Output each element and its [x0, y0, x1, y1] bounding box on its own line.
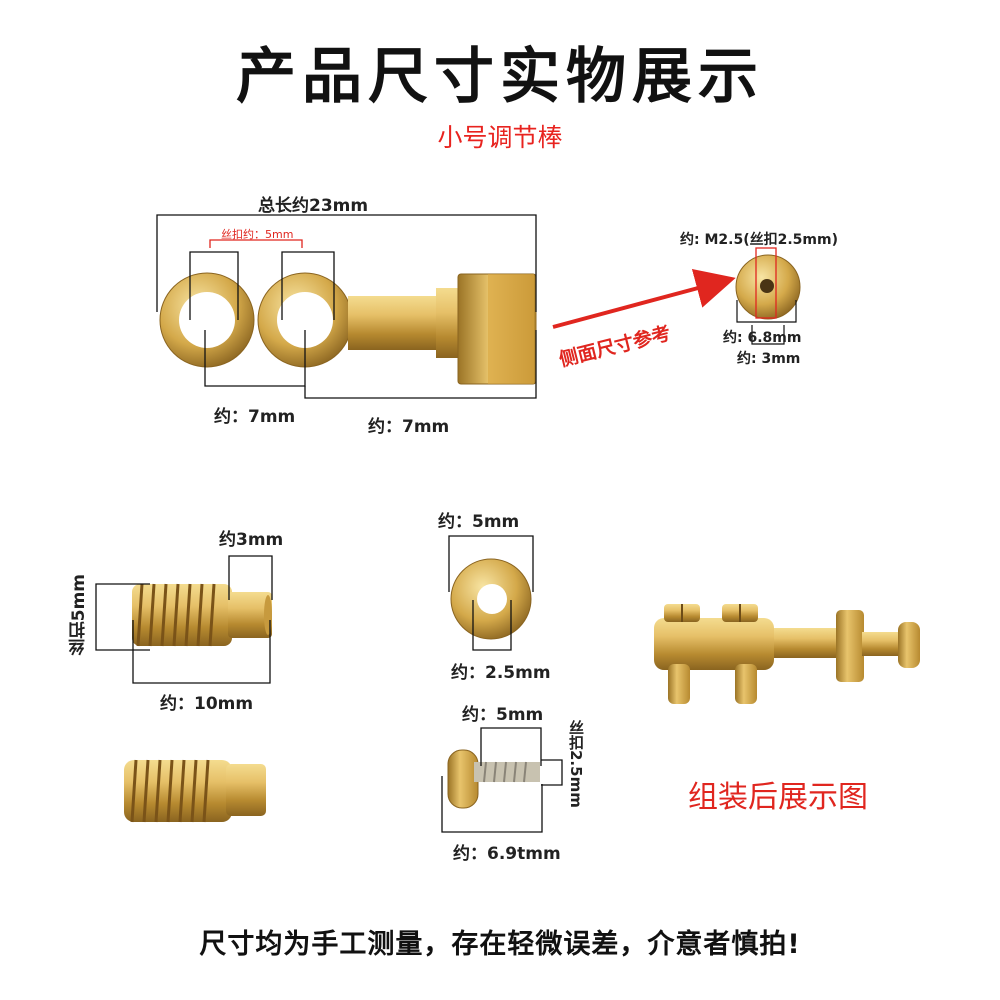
side-view-thread-label: 约: M2.5(丝扣2.5mm) — [680, 232, 838, 248]
screw-length-label: 约：6.9tmm — [453, 844, 561, 864]
set-screw-dimension-lines — [95, 555, 273, 684]
washer — [450, 558, 532, 640]
footer-disclaimer: 尺寸均为手工测量，存在轻微误差，介意者慎拍! — [199, 929, 801, 960]
washer-outer-label: 约：5mm — [438, 512, 520, 532]
set-screw-thread-label: 丝扣5mm — [69, 574, 89, 656]
rod-thread-size-label: 丝扣约：5mm — [221, 228, 294, 241]
assembled-piece — [654, 604, 920, 704]
screw-dimension-lines — [441, 727, 563, 833]
page-title: 产品尺寸实物展示 — [236, 42, 764, 112]
set-screw-bottom — [124, 759, 266, 823]
assembled-label: 组装后展示图 — [688, 780, 868, 815]
set-screw-length-label: 约：10mm — [160, 694, 254, 714]
adjustment-rod — [159, 272, 537, 385]
rod-hole-spacing-label-1: 约：7mm — [214, 407, 296, 427]
thumb-screw — [447, 749, 540, 809]
side-view-hole-label: 约: 3mm — [737, 351, 801, 367]
screw-head-label: 约：5mm — [462, 705, 544, 725]
side-view-diameter-label: 约: 6.8mm — [723, 330, 802, 346]
rod-hole-spacing-label-2: 约：7mm — [368, 417, 450, 437]
screw-thread-label: 丝扣2.5mm — [567, 720, 585, 808]
rod-dimension-lines — [156, 214, 537, 399]
washer-inner-label: 约：2.5mm — [451, 663, 551, 683]
rod-side-view — [735, 247, 801, 345]
page-subtitle: 小号调节棒 — [437, 123, 563, 152]
set-screw-width-label: 约3mm — [219, 530, 284, 550]
rod-total-length-label: 总长约23mm — [258, 196, 369, 216]
washer-dimension-lines — [448, 535, 534, 651]
set-screw-top — [132, 583, 272, 647]
arrow-icon — [552, 268, 736, 329]
